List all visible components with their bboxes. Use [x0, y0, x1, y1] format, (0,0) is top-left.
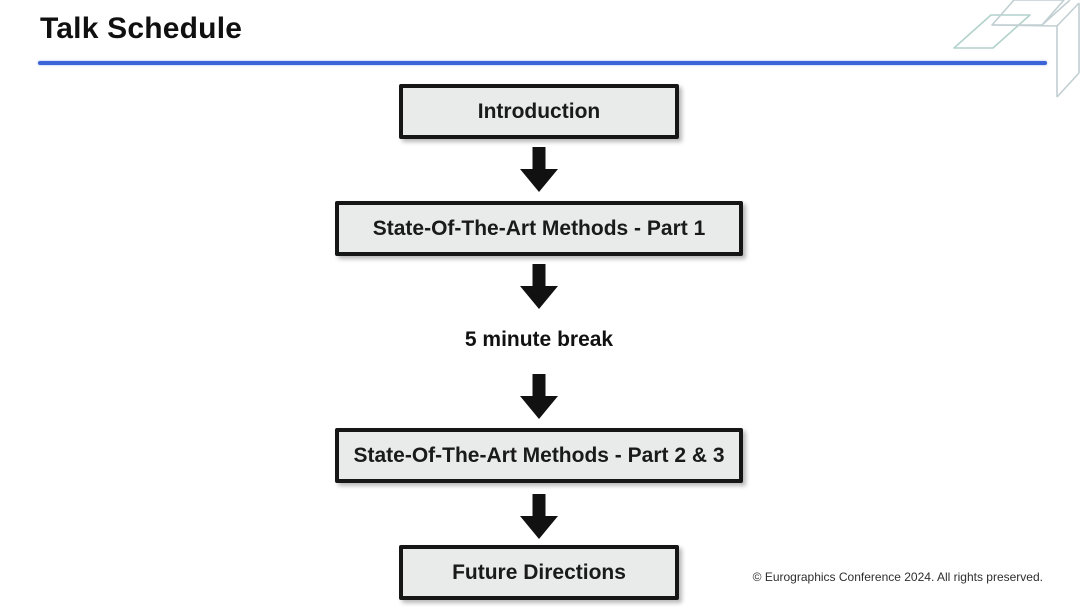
- down-arrow-icon: [520, 264, 558, 309]
- flow-box-sota-part-2-3: State-Of-The-Art Methods - Part 2 & 3: [335, 428, 743, 483]
- down-arrow-icon: [520, 374, 558, 419]
- flow-box-label: Introduction: [477, 99, 601, 123]
- flow-box-label: Future Directions: [452, 560, 626, 584]
- flow-box-label: State-Of-The-Art Methods - Part 2 & 3: [353, 443, 725, 467]
- down-arrow-icon: [520, 494, 558, 539]
- flow-box-future-directions: Future Directions: [399, 545, 679, 600]
- title-underline-rule: [38, 61, 1047, 65]
- flow-box-label: State-Of-The-Art Methods - Part 1: [372, 216, 706, 240]
- flow-box-sota-part-1: State-Of-The-Art Methods - Part 1: [335, 201, 743, 256]
- cube-wireframe-decoration-icon: [953, 0, 1080, 98]
- page-title: Talk Schedule: [40, 12, 243, 45]
- down-arrow-icon: [520, 147, 558, 192]
- flow-box-introduction: Introduction: [399, 84, 679, 139]
- flow-label-break: 5 minute break: [464, 328, 614, 351]
- copyright-text: © Eurographics Conference 2024. All righ…: [752, 570, 1043, 584]
